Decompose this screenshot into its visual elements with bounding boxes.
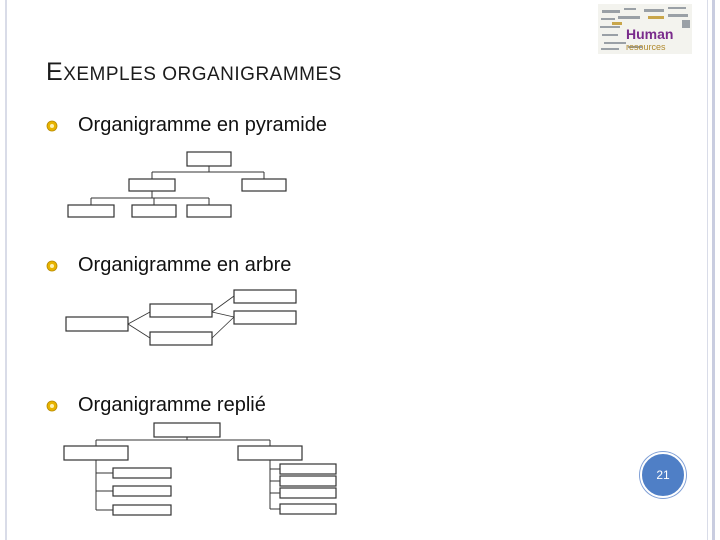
tree-org-chart [65, 289, 297, 346]
logo-word-resources: resources [626, 42, 666, 52]
title-first-letter: E [46, 58, 64, 86]
human-resources-logo: Human resources [598, 4, 692, 54]
page-number: 21 [656, 468, 670, 482]
slide-frame-left [5, 0, 7, 540]
folded-org-chart [63, 422, 337, 516]
sun-bullet-icon [46, 260, 58, 271]
slide-frame-right [712, 0, 715, 540]
title-rest: XEMPLES ORGANIGRAMMES [63, 64, 342, 85]
bullet-item-pyramide: Organigramme en pyramide [46, 114, 327, 137]
page-title: EXEMPLES ORGANIGRAMMES [46, 58, 342, 87]
bullet-label: Organigramme replié [78, 394, 266, 416]
logo-word-human: Human [626, 26, 673, 42]
slide-frame-right-inner [707, 0, 708, 540]
pyramid-org-chart [67, 151, 287, 218]
bullet-label: Organigramme en arbre [78, 254, 292, 276]
bullet-item-arbre: Organigramme en arbre [46, 254, 291, 277]
sun-bullet-icon [46, 400, 58, 411]
page-number-badge: 21 [640, 452, 686, 498]
bullet-item-replie: Organigramme replié [46, 394, 266, 417]
sun-bullet-icon [46, 120, 58, 131]
bullet-label: Organigramme en pyramide [78, 114, 327, 136]
